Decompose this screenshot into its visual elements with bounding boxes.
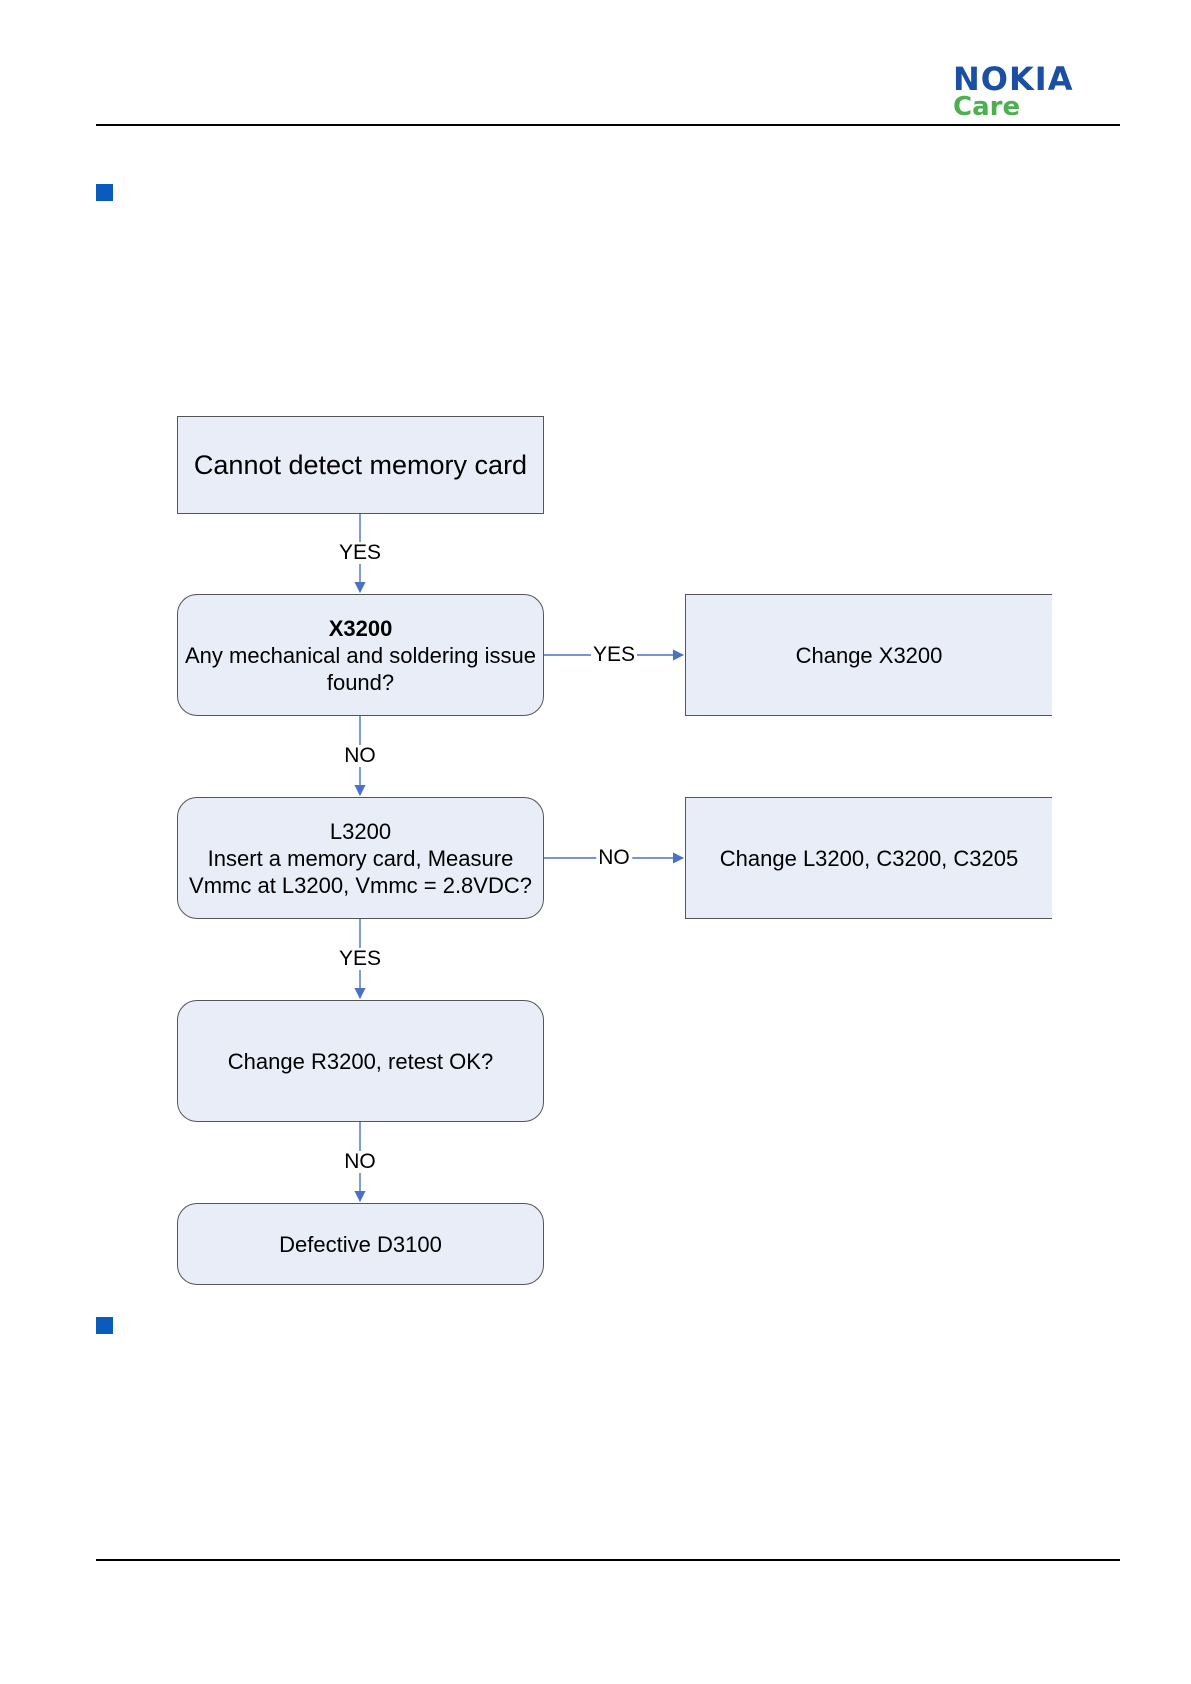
flow-step2-no-action-box: Change L3200, C3200, C3205	[685, 797, 1052, 919]
flow-step3-box: Change R3200, retest OK?	[177, 1000, 544, 1122]
flow-step2-no-action-text: Change L3200, C3200, C3205	[714, 845, 1024, 872]
flow-step3-text: Change R3200, retest OK?	[222, 1048, 499, 1075]
flow-step2-title: L3200	[184, 818, 537, 845]
flow-step1-yes-action-box: Change X3200	[685, 594, 1052, 716]
flow-step2-text: Insert a memory card, Measure Vmmc at L3…	[189, 846, 532, 898]
edge-label-start-to-step1: YES	[337, 542, 383, 564]
flow-start-text: Cannot detect memory card	[188, 452, 533, 479]
flow-end-box: Defective D3100	[177, 1203, 544, 1285]
flow-end-text: Defective D3100	[273, 1231, 448, 1258]
flow-step1-text: Any mechanical and soldering issue found…	[185, 643, 536, 695]
flow-start-box: Cannot detect memory card	[177, 416, 544, 514]
edge-label-step1-to-step2: NO	[342, 745, 378, 767]
footer-rule	[96, 1559, 1120, 1561]
flow-step1-yes-action-text: Change X3200	[790, 642, 949, 669]
flow-step1-box: X3200 Any mechanical and soldering issue…	[177, 594, 544, 716]
edge-label-step3-to-end: NO	[342, 1151, 378, 1173]
edge-label-step2-to-action: NO	[596, 847, 632, 869]
flow-step1-title: X3200	[184, 615, 537, 642]
edge-label-step1-to-action: YES	[591, 644, 637, 666]
edge-label-step2-to-step3: YES	[337, 948, 383, 970]
flow-step2-box: L3200 Insert a memory card, Measure Vmmc…	[177, 797, 544, 919]
